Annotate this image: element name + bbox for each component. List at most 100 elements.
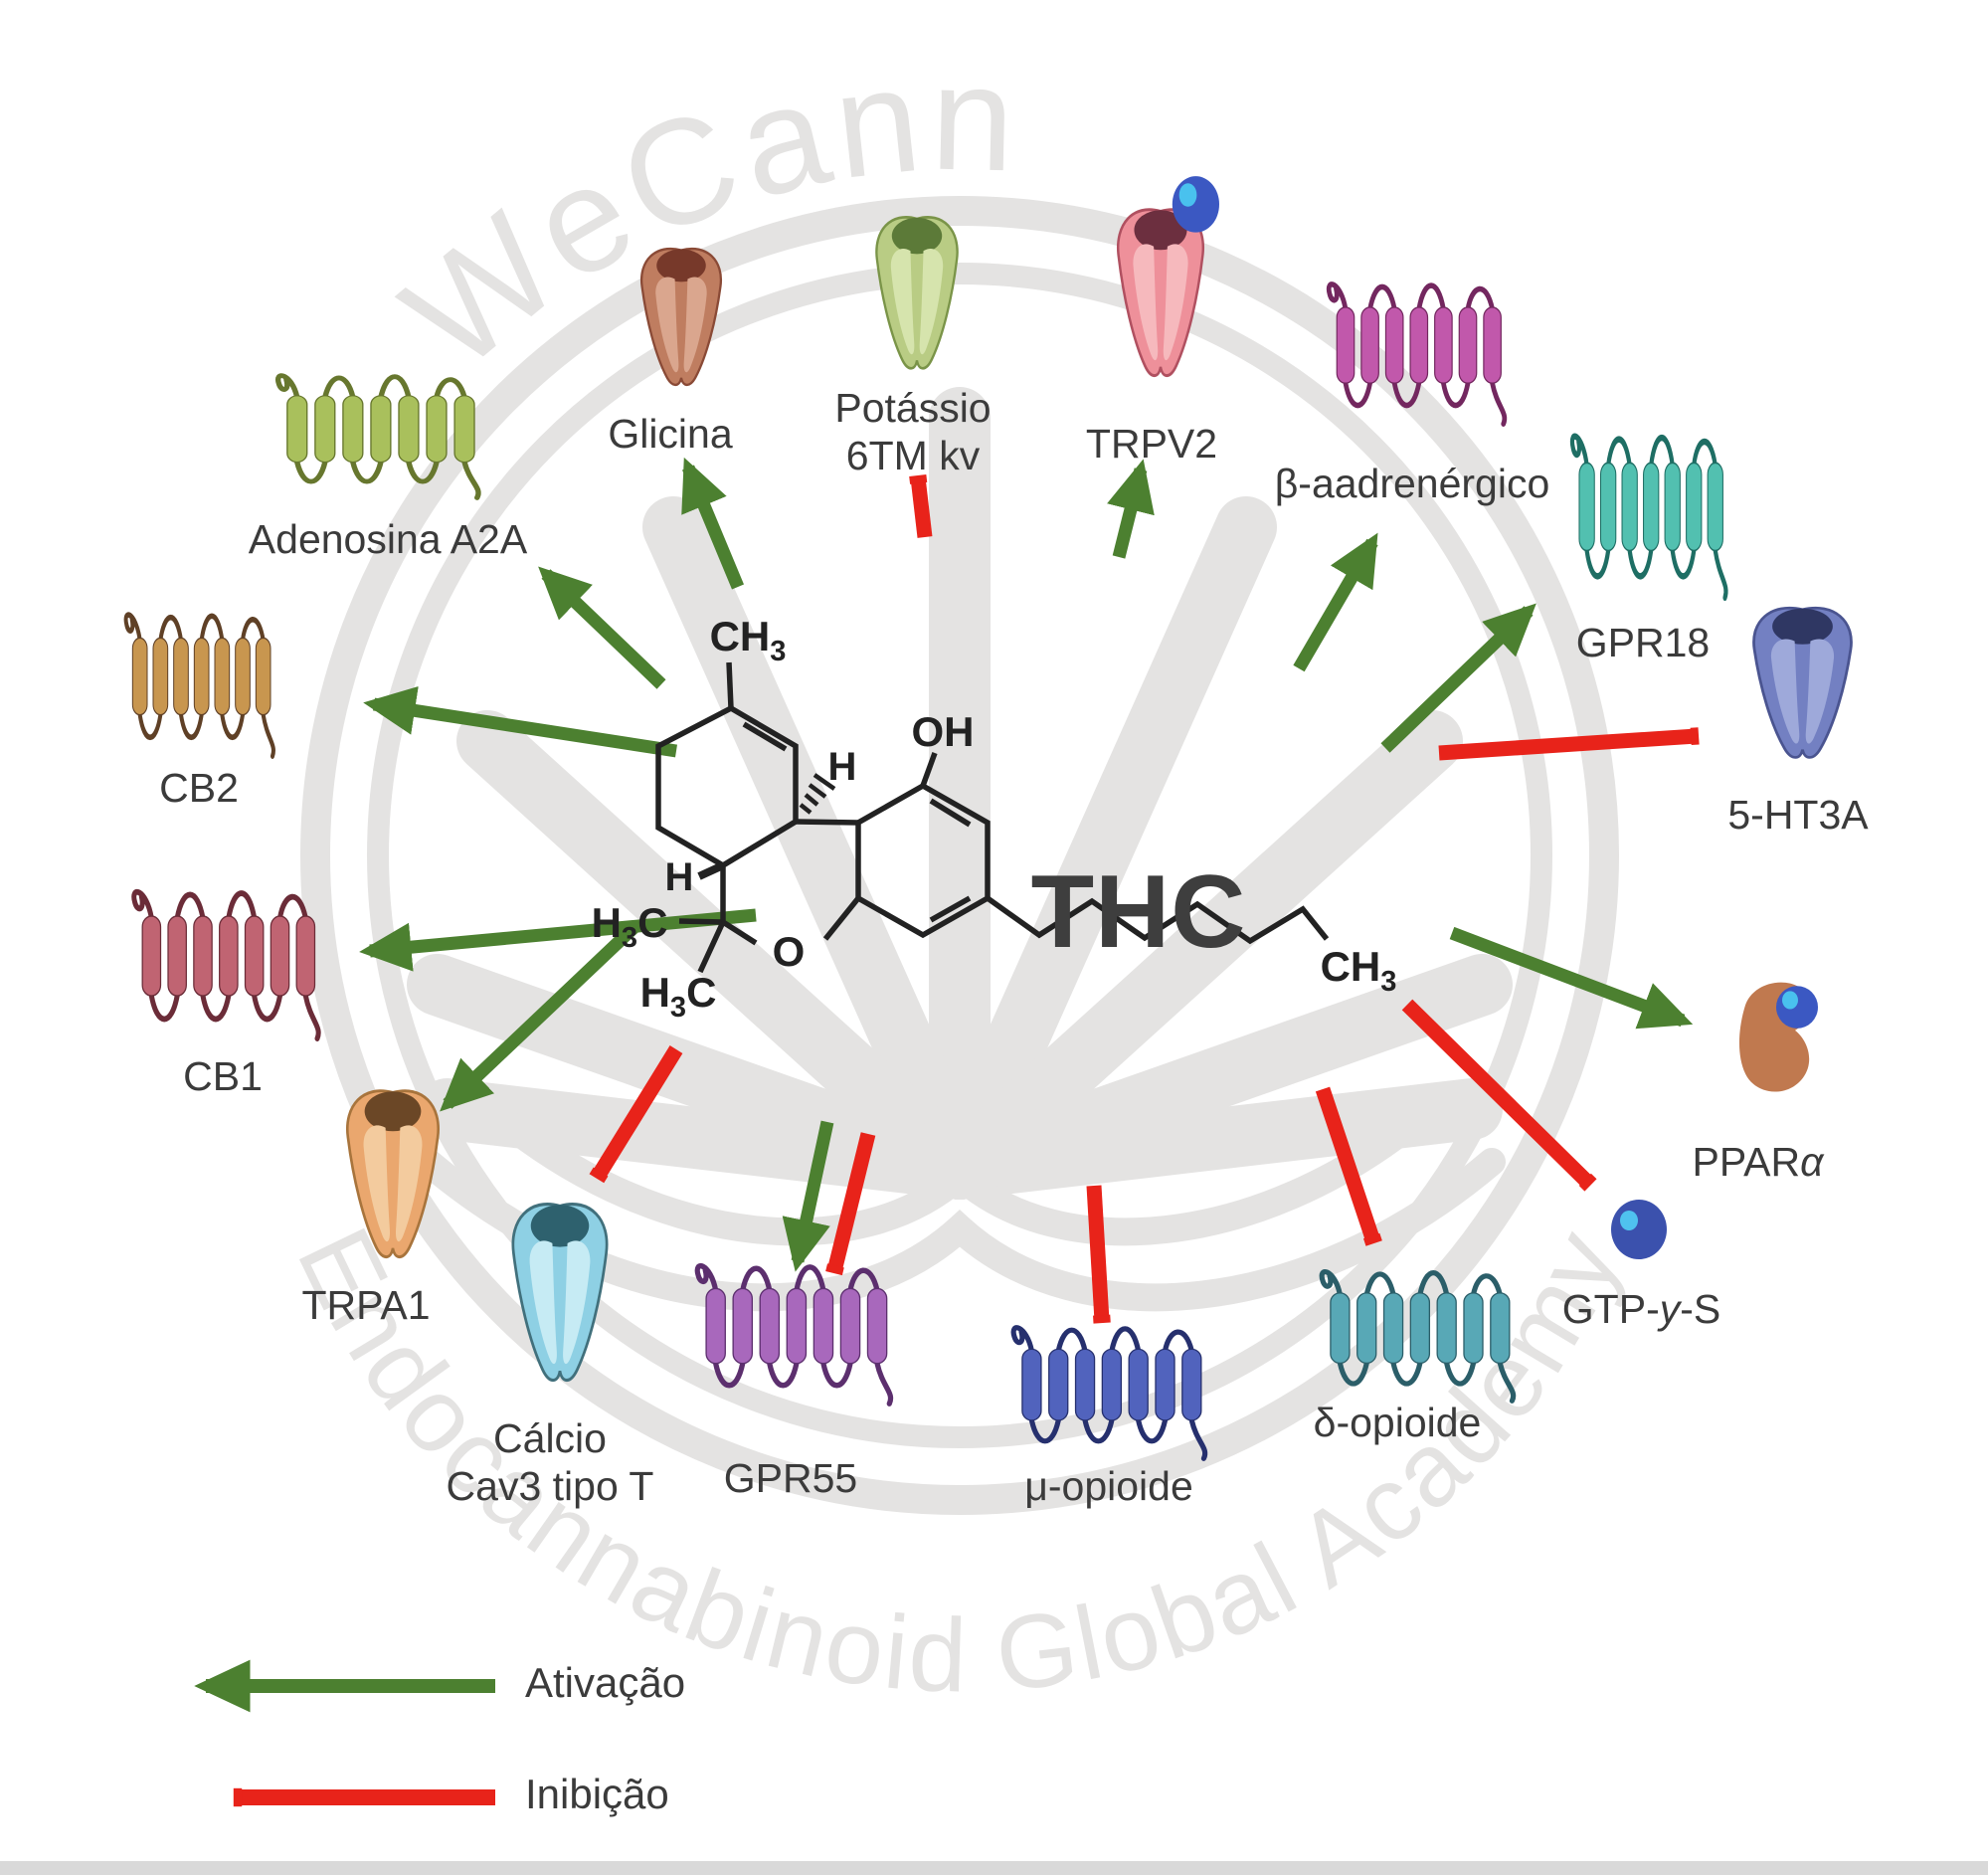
watermark-inner-ring xyxy=(367,263,1552,1448)
activation-arrow-glicina xyxy=(681,457,744,590)
bottom-strip xyxy=(0,1861,1988,1875)
helix-cylinder xyxy=(370,395,392,464)
loop-tail xyxy=(1713,547,1728,602)
loop xyxy=(434,377,467,400)
helix-cylinder xyxy=(1181,1348,1202,1421)
helix-cylinder xyxy=(1599,462,1617,552)
helix-cylinder xyxy=(1409,1292,1431,1365)
loop xyxy=(1606,436,1632,469)
loop xyxy=(1465,285,1495,312)
loop xyxy=(1584,547,1611,580)
loop xyxy=(158,615,183,644)
helix-cylinder xyxy=(286,395,308,464)
loop xyxy=(1416,282,1446,312)
receptor-label: Glicina xyxy=(608,411,733,457)
helix-cylinder xyxy=(235,637,251,716)
hashed-wedge xyxy=(799,773,836,815)
channel-opening xyxy=(364,1091,422,1132)
loop xyxy=(1010,1325,1035,1354)
gtp-gamma-s-icon xyxy=(1611,1200,1667,1259)
bold-wedge xyxy=(697,861,725,880)
loop xyxy=(1692,438,1717,469)
helix-cylinder xyxy=(1458,306,1478,384)
helix-cylinder xyxy=(1356,1292,1377,1365)
activation-arrow-gpr55 xyxy=(782,1120,834,1272)
receptor-label: Potássio 6TM kv xyxy=(834,385,992,479)
helix-cylinder xyxy=(1434,306,1453,384)
helix-cylinder xyxy=(1686,462,1703,552)
loop xyxy=(1136,1417,1169,1444)
helix-cylinder xyxy=(1336,306,1355,384)
receptor-label: TRPA1 xyxy=(301,1282,431,1328)
helix-cylinder xyxy=(1155,1348,1175,1421)
loop xyxy=(1441,380,1471,409)
loop xyxy=(1470,1273,1503,1298)
helix-cylinder xyxy=(1483,306,1502,384)
helix-cylinder xyxy=(1643,462,1660,552)
loop-tail xyxy=(461,460,481,500)
helix-cylinder xyxy=(342,395,364,464)
legend-inhibition-label: Inibição xyxy=(525,1771,669,1817)
channel-lobe xyxy=(529,1240,557,1365)
aromatic-ring xyxy=(855,782,991,939)
loop xyxy=(694,1262,719,1294)
channel-lobe xyxy=(1770,639,1800,744)
loop xyxy=(820,1360,853,1389)
ligand-ball xyxy=(1172,176,1219,233)
molecule-label-chain-methyl: CH3 xyxy=(1321,943,1397,998)
helix-cylinder xyxy=(214,637,231,716)
loop xyxy=(378,374,412,400)
helix-cylinder xyxy=(1382,1292,1404,1365)
channel-opening xyxy=(1134,210,1187,251)
molecule-label-oxygen: O xyxy=(773,928,806,975)
helix-cylinder xyxy=(152,637,169,716)
molecule-label-gem-methyl-2: H3C xyxy=(640,969,717,1024)
loop xyxy=(1390,1360,1423,1387)
loop-tail xyxy=(1490,380,1508,427)
watermark-book xyxy=(414,1105,1506,1312)
loop xyxy=(1367,283,1397,312)
loop xyxy=(137,711,163,740)
loop xyxy=(294,460,328,484)
activation-arrow-beta-aadrenergico xyxy=(1293,532,1378,672)
channel-opening xyxy=(530,1205,590,1247)
inhibition-line-gpr55 xyxy=(825,1132,876,1276)
helix-cylinder xyxy=(167,915,187,997)
loop xyxy=(200,993,232,1023)
helix-cylinder xyxy=(314,395,336,464)
cb1-icon xyxy=(131,888,321,1041)
helix-cylinder xyxy=(813,1287,834,1365)
receptor-label: δ-opioide xyxy=(1313,1400,1482,1445)
loop xyxy=(148,993,180,1023)
glicina-icon xyxy=(639,247,723,387)
receptor-label: Adenosina A2A xyxy=(248,516,528,562)
channel-lobe xyxy=(919,248,944,355)
aromatic-double-bond-1 xyxy=(929,798,972,828)
mu-opioide-icon xyxy=(1010,1325,1208,1461)
helix-cylinder xyxy=(270,915,290,997)
helix-cylinder xyxy=(219,915,239,997)
legend-activation-label: Ativação xyxy=(525,1659,686,1706)
delta-opioide-icon xyxy=(1319,1268,1517,1404)
helix-cylinder xyxy=(193,637,210,716)
activation-arrow-cb2 xyxy=(363,686,677,758)
receptor-label: GPR18 xyxy=(1575,620,1711,665)
inhibition-line-delta-opioide xyxy=(1315,1086,1382,1246)
loop xyxy=(220,711,245,740)
loop xyxy=(1337,1360,1369,1387)
channel-lobe xyxy=(363,1125,391,1242)
helix-cylinder xyxy=(255,637,271,716)
activation-arrow-adenosina-a2a xyxy=(538,566,666,689)
inhibition-line-mu-opioide xyxy=(1086,1185,1111,1324)
activation-arrow-ppar-alpha xyxy=(1449,926,1694,1030)
helix-cylinder xyxy=(759,1287,781,1365)
helix-cylinder xyxy=(1048,1348,1069,1421)
receptor-label: TRPV2 xyxy=(1085,421,1218,467)
channel-lobe xyxy=(1133,244,1159,361)
loop xyxy=(1391,380,1422,409)
helix-cylinder xyxy=(1021,1348,1042,1421)
hydroxyl-bond xyxy=(920,752,938,787)
loop xyxy=(274,373,300,400)
loop-tail xyxy=(1497,1360,1517,1404)
